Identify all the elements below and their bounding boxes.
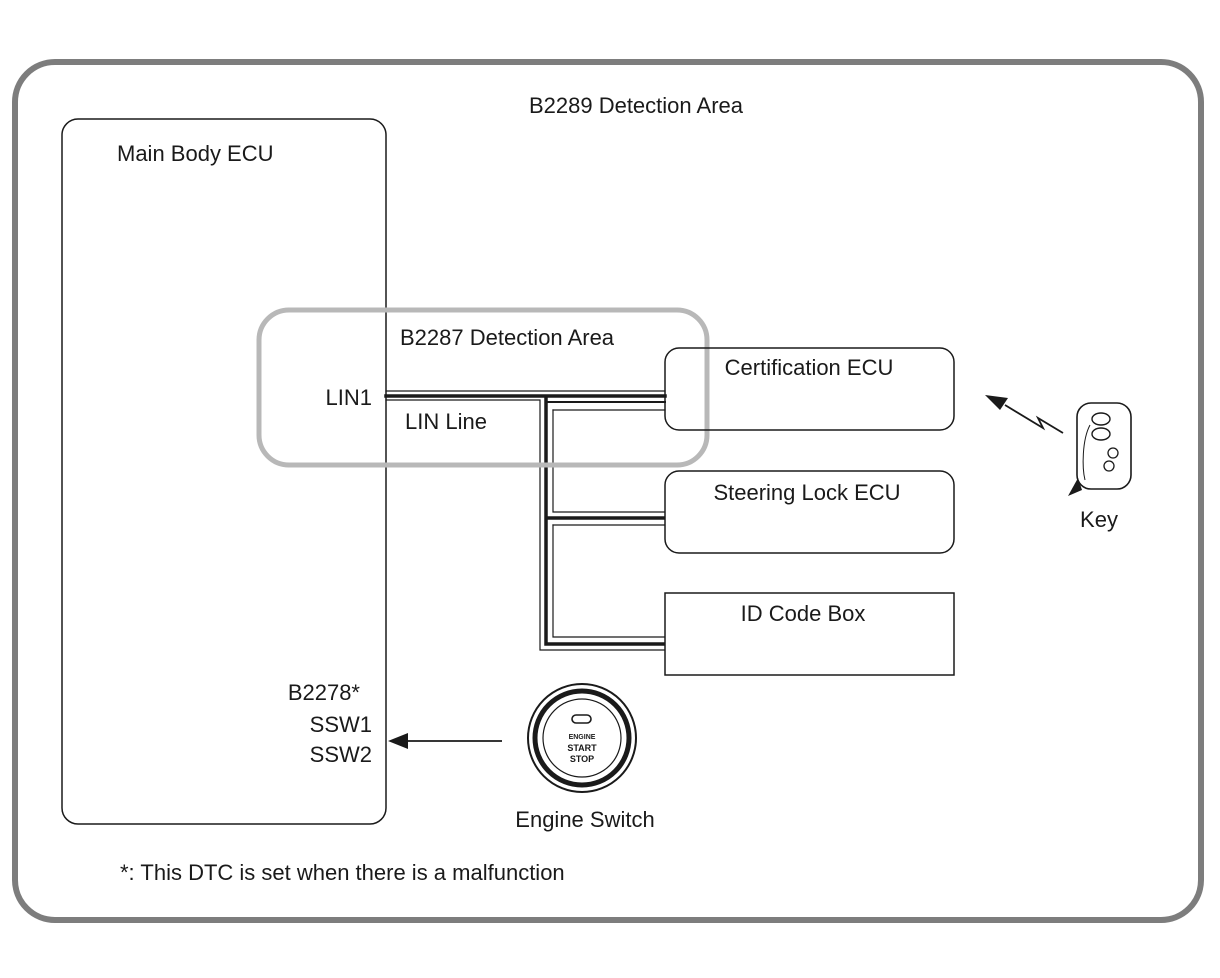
engine-switch-button-icon: ENGINE START STOP	[527, 683, 637, 793]
b2287-detection-area-label: B2287 Detection Area	[400, 325, 615, 350]
svg-text:ENGINE: ENGINE	[569, 734, 596, 741]
key-label: Key	[1080, 507, 1118, 532]
steering-lock-ecu-label: Steering Lock ECU	[713, 480, 900, 505]
key-fob-icon	[1068, 402, 1132, 496]
certification-ecu-box	[664, 347, 955, 431]
lin-line-label: LIN Line	[405, 409, 487, 434]
lin-line-bus	[384, 390, 667, 651]
svg-text:START: START	[567, 743, 597, 753]
engine-switch-signal-arrow	[388, 733, 502, 749]
b2278-dtc-label: B2278*	[288, 680, 361, 705]
main-body-ecu-title: Main Body ECU	[117, 141, 274, 166]
ssw2-terminal-label: SSW2	[310, 742, 372, 767]
wireless-signal-arrow	[985, 395, 1064, 434]
svg-text:STOP: STOP	[570, 754, 594, 764]
certification-ecu-label: Certification ECU	[725, 355, 894, 380]
engine-switch-label: Engine Switch	[515, 807, 654, 832]
b2287-detection-area-frame	[256, 307, 710, 468]
b2289-detection-area-label: B2289 Detection Area	[529, 93, 744, 118]
ssw1-terminal-label: SSW1	[310, 712, 372, 737]
b2289-detection-area-frame	[12, 59, 1204, 923]
id-code-box-label: ID Code Box	[741, 601, 866, 626]
lin1-terminal-label: LIN1	[326, 385, 372, 410]
steering-lock-ecu-box	[664, 470, 955, 554]
id-code-box	[664, 592, 955, 676]
footnote: *: This DTC is set when there is a malfu…	[120, 860, 565, 885]
main-body-ecu-box	[61, 118, 387, 825]
